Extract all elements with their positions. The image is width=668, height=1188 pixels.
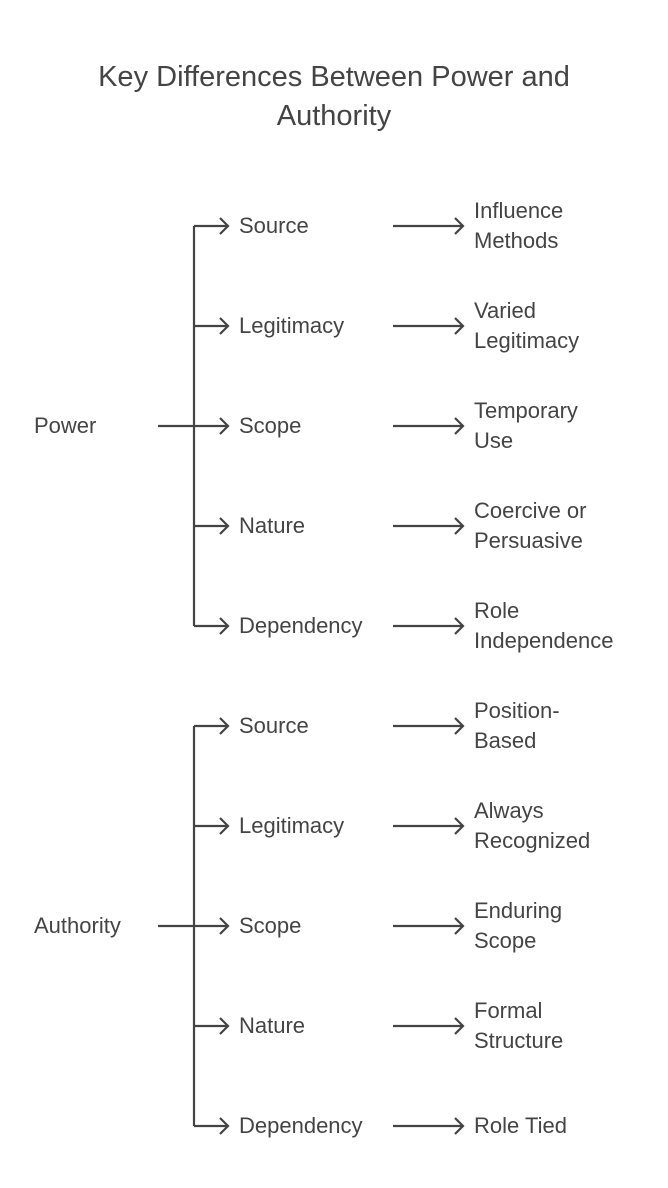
leaf-label-line: Methods [474, 228, 559, 253]
arrow-head-icon [454, 317, 465, 335]
leaf-label-line: Always [474, 798, 544, 823]
title-line-2: Authority [276, 100, 392, 132]
root-label-power: Power [34, 413, 97, 438]
leaf-label-line: Independence [474, 628, 614, 653]
leaf-label-line: Influence [474, 198, 564, 223]
branch-label: Source [239, 713, 309, 738]
branch-label: Legitimacy [239, 813, 345, 838]
root-label-authority: Authority [34, 913, 121, 938]
leaf-label: Role Tied [474, 1111, 567, 1141]
branch-label: Dependency [239, 613, 363, 638]
arrow-head-icon [219, 817, 230, 835]
arrow-head-icon [454, 517, 465, 535]
arrow-head-icon [454, 1017, 465, 1035]
arrow-head-icon [219, 617, 230, 635]
leaf-label-line: Role Tied [474, 1113, 567, 1138]
branch-label: Dependency [239, 1113, 363, 1138]
leaf-label-line: Temporary [474, 398, 578, 423]
leaf-label-line: Formal [474, 998, 543, 1023]
leaf-label-line: Position- [474, 698, 560, 723]
leaf-label-line: Based [474, 728, 537, 753]
arrow-head-icon [219, 1017, 230, 1035]
arrow-head-icon [219, 917, 230, 935]
leaf-label-line: Structure [474, 1028, 564, 1053]
diagram-title: Key Differences Between Power and Author… [0, 58, 668, 136]
arrow-head-icon [454, 717, 465, 735]
arrow-head-icon [454, 217, 465, 235]
arrow-head-icon [219, 217, 230, 235]
arrow-head-icon [219, 517, 230, 535]
arrow-head-icon [454, 417, 465, 435]
leaf-label: Coercive or Persuasive [474, 496, 586, 556]
branch-label: Nature [239, 1013, 306, 1038]
leaf-label-line: Legitimacy [474, 328, 580, 353]
leaf-label-line: Persuasive [474, 528, 583, 553]
branch-label: Nature [239, 513, 306, 538]
branch-label: Scope [239, 913, 302, 938]
leaf-label-line: Varied [474, 298, 536, 323]
leaf-label-line: Use [474, 428, 514, 453]
leaf-label: Position- Based [474, 696, 560, 756]
branch-label: Source [239, 213, 309, 238]
arrow-head-icon [219, 717, 230, 735]
arrow-head-icon [454, 817, 465, 835]
arrow-head-icon [454, 1117, 465, 1135]
title-line-1: Key Differences Between Power and [98, 61, 570, 93]
arrow-head-icon [454, 617, 465, 635]
arrow-head-icon [219, 1117, 230, 1135]
leaf-label-line: Coercive or [474, 498, 587, 523]
leaf-label-line: Role [474, 598, 520, 623]
branch-label: Legitimacy [239, 313, 345, 338]
leaf-label-line: Enduring [474, 898, 563, 923]
leaf-label-line: Scope [474, 928, 537, 953]
leaf-label-line: Recognized [474, 828, 591, 853]
arrow-head-icon [219, 317, 230, 335]
branch-label: Scope [239, 413, 302, 438]
arrow-head-icon [454, 917, 465, 935]
arrow-head-icon [219, 417, 230, 435]
